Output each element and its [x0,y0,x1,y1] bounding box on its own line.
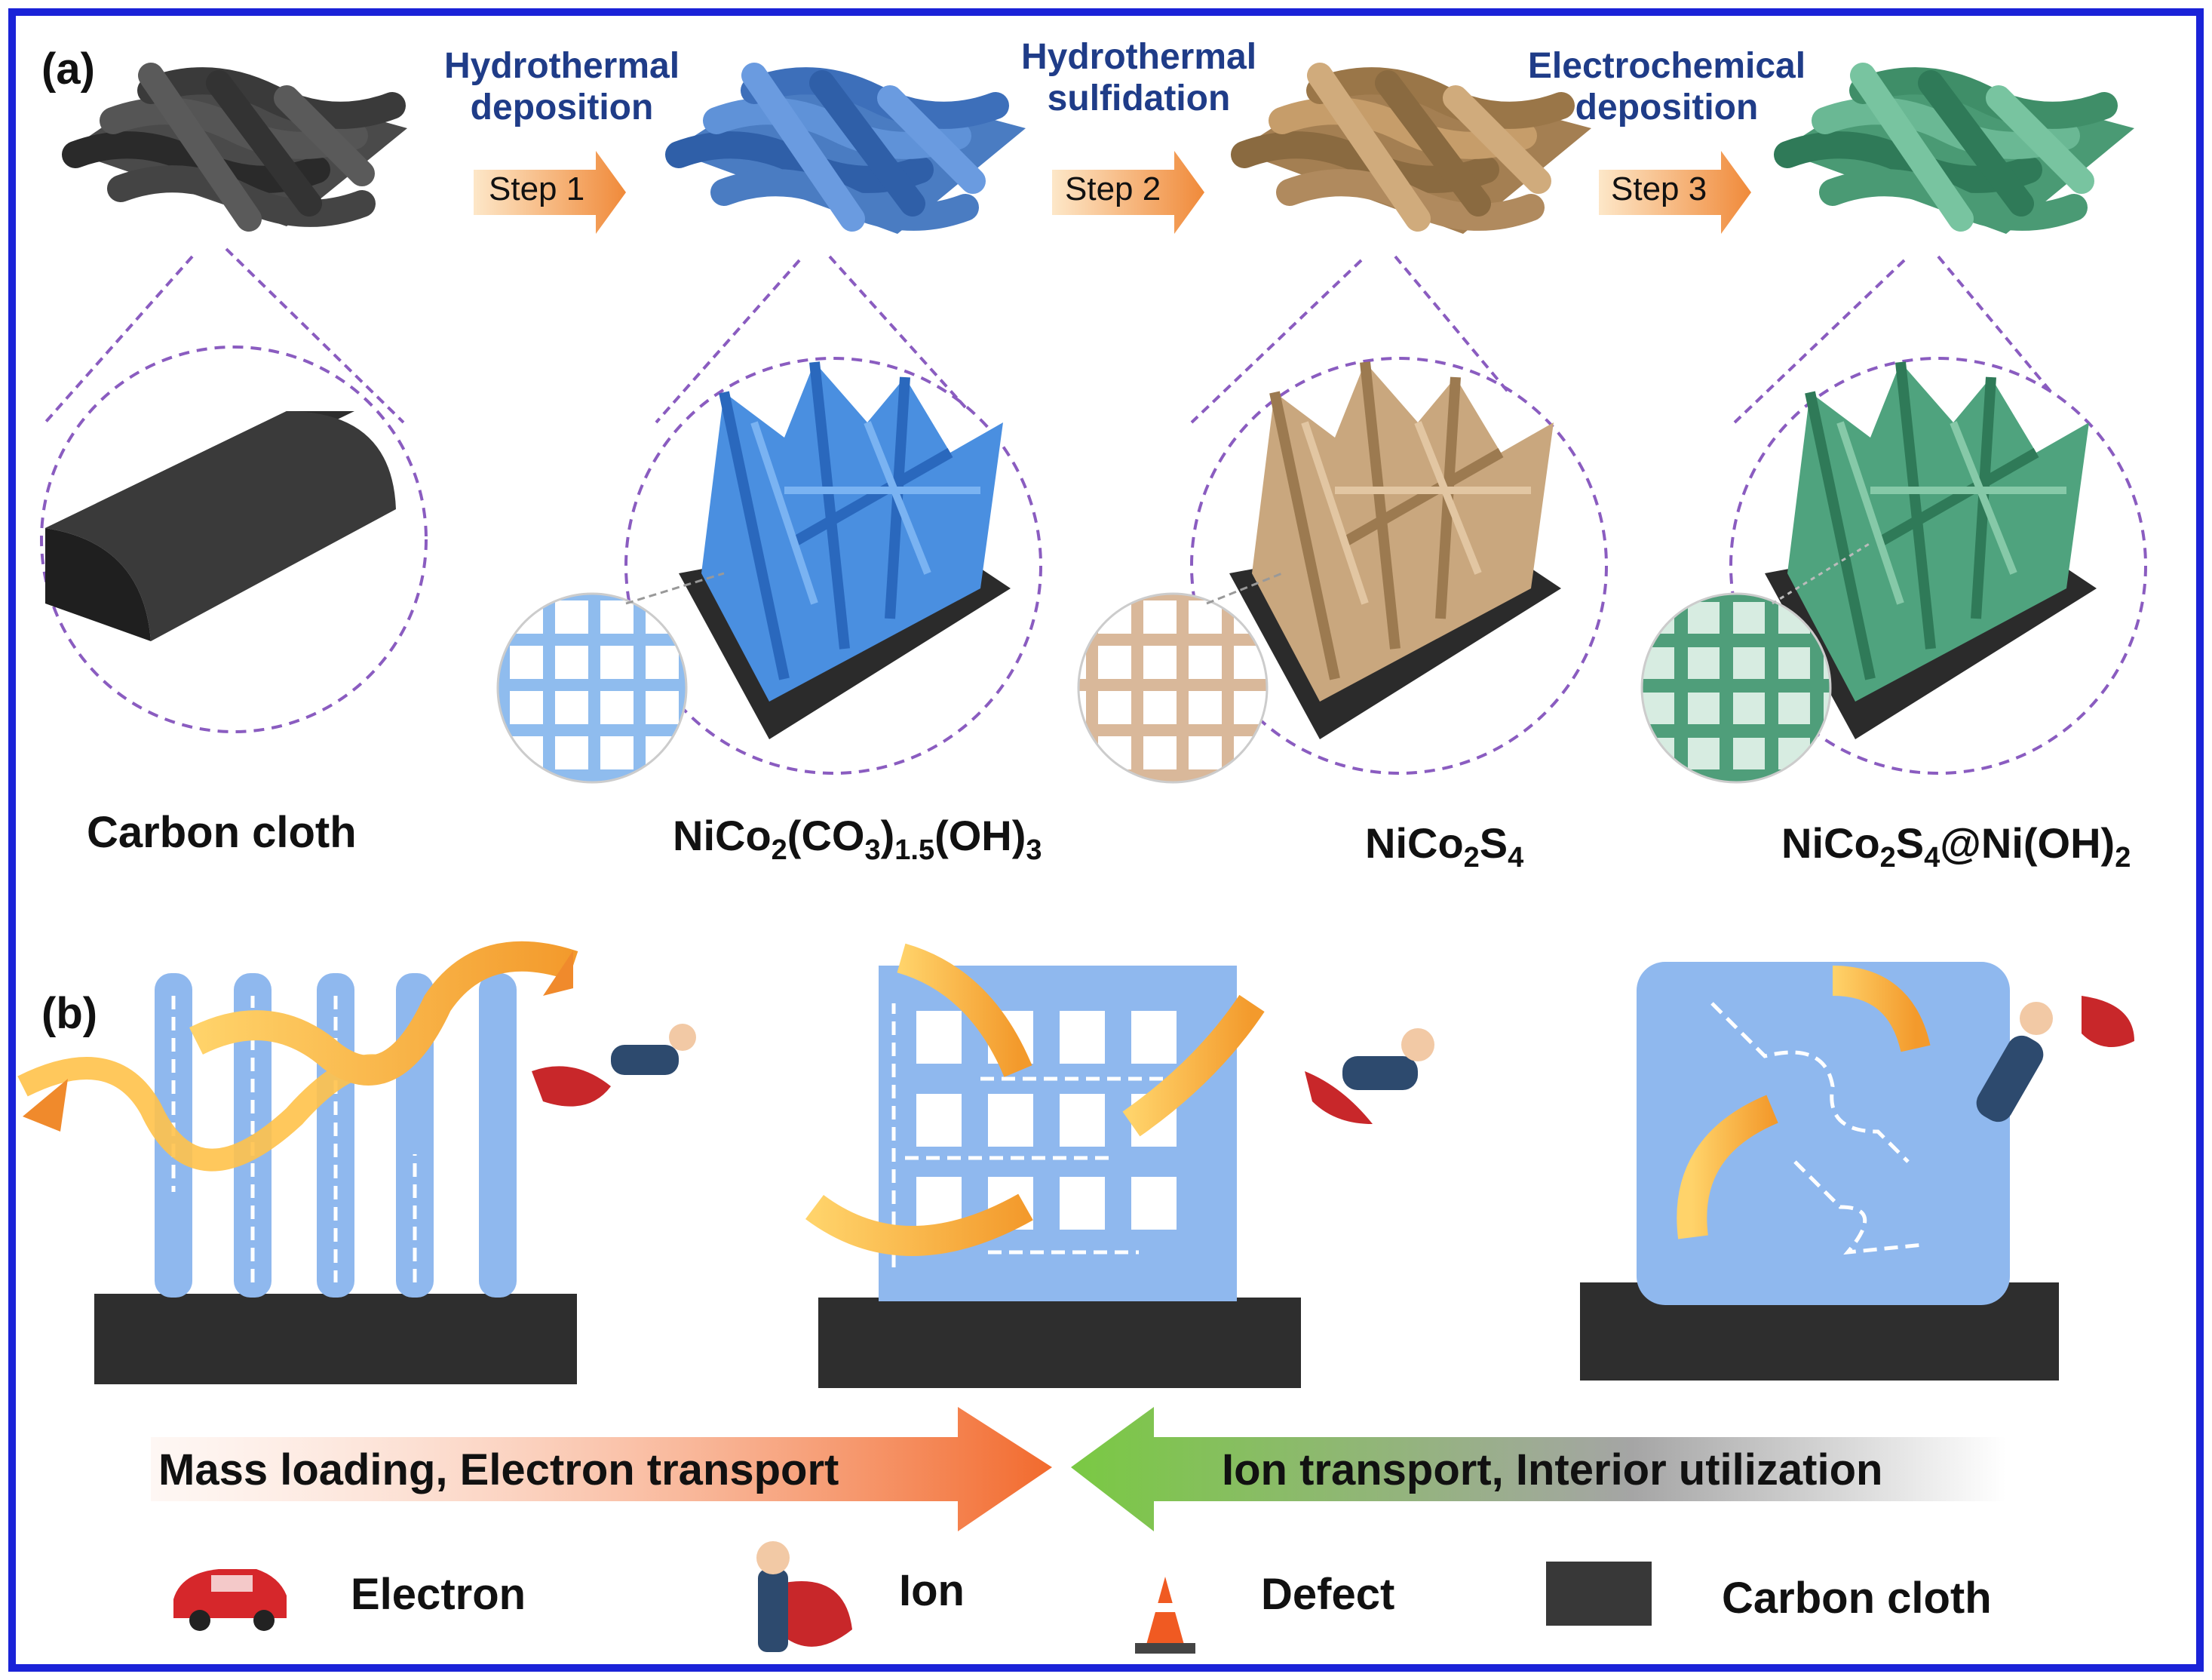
grid-network-structure [805,943,1301,1388]
step-3-process: Electrochemical deposition [1508,45,1825,128]
electron-car-icon [173,1569,287,1631]
formula-part: (OH) [934,812,1026,859]
blue-grid-inset [496,592,688,784]
step-1-label: Step 1 [489,170,585,207]
formula-part: (CO [787,812,865,859]
formula-sub: 3 [864,834,881,867]
material-nico2s4: NiCo2S4 [1365,819,1523,874]
blue-nanosheets [679,361,1011,739]
formula-sub: 2 [1879,842,1896,874]
tan-nanosheets [1229,361,1561,739]
material-nico2s4-ni-oh2: NiCo2S4@Ni(OH)2 [1781,819,2131,874]
mass-loading-arrow [151,1407,1052,1531]
carbon-zoom-circle [40,346,428,733]
mass-loading-text: Mass loading, Electron transport [158,1445,839,1494]
step-2-process: Hydrothermal sulfidation [999,36,1278,119]
bulk-block-structure [1580,962,2059,1381]
step-3-process-line1: Electrochemical [1527,46,1806,86]
tan-weave [1231,63,1591,234]
formula-sub: 2 [1463,842,1480,874]
panel-label-b: (b) [41,989,98,1038]
carbon-cloth-swatch [1546,1562,1652,1626]
blue-weave [665,63,1026,234]
step-1-process-line1: Hydrothermal [443,46,680,86]
step-1-process: Hydrothermal deposition [422,45,701,128]
formula-sub: 4 [1924,842,1940,874]
formula-sub: 2 [771,834,787,867]
legend-electron: Electron [351,1570,526,1619]
green-nanosheets [1765,361,2097,739]
legend-defect: Defect [1261,1570,1395,1619]
material-carbon-cloth: Carbon cloth [87,808,357,857]
step-3-process-line2: deposition [1575,88,1759,128]
ion-transport-arrow [1071,1407,2006,1531]
step-2-label: Step 2 [1065,170,1161,207]
legend-carbon-cloth: Carbon cloth [1722,1574,1992,1623]
ion-hero-icon [756,1541,852,1652]
formula-part: S [1895,819,1925,867]
material-nico-carbonate-hydroxide: NiCo2(CO3)1.5(OH)3 [673,811,1042,867]
blue-zoom-circle [624,357,1042,775]
green-grid-inset [1640,592,1832,784]
carbon-fiber-half-cylinder [45,411,396,641]
step-2-process-line2: sulfidation [1047,78,1231,119]
step-3-arrow [1599,151,1751,234]
tan-grid-inset [1077,592,1269,784]
step-1-process-line2: deposition [470,88,654,128]
defect-cone-icon [1135,1577,1195,1654]
step-3-label: Step 3 [1611,170,1707,207]
formula-sub: 1.5 [894,834,935,867]
panel-label-a: (a) [41,45,95,94]
ion-hero-figure-1 [532,1024,696,1107]
tan-zoom-circle [1190,357,1608,775]
rod-array-structure [17,941,578,1384]
formula-sub: 2 [2115,842,2131,874]
figure-border [8,8,2204,1672]
step-2-process-line1: Hydrothermal [1020,37,1257,77]
step-2-arrow [1052,151,1204,234]
formula-part: NiCo [1781,819,1880,867]
step-1-arrow [474,151,626,234]
formula-sub: 4 [1508,842,1524,874]
green-zoom-circle [1729,357,2147,775]
formula-part: NiCo [1365,819,1464,867]
carbon-cloth-weave [62,63,407,232]
formula-part: @Ni(OH) [1940,819,2115,867]
formula-part: ) [880,812,895,859]
formula-sub: 3 [1026,834,1042,867]
ion-hero-figure-2 [1305,1028,1434,1124]
ion-transport-text: Ion transport, Interior utilization [1222,1445,1883,1494]
ion-hero-figure-3 [1976,996,2134,1123]
formula-part: S [1479,819,1508,867]
green-weave [1774,63,2134,234]
legend-ion: Ion [899,1566,965,1615]
formula-part: NiCo [673,812,772,859]
